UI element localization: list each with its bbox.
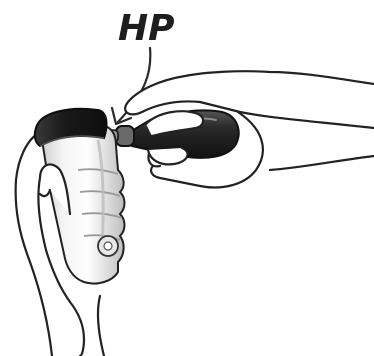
hp-label: HP bbox=[118, 8, 175, 49]
